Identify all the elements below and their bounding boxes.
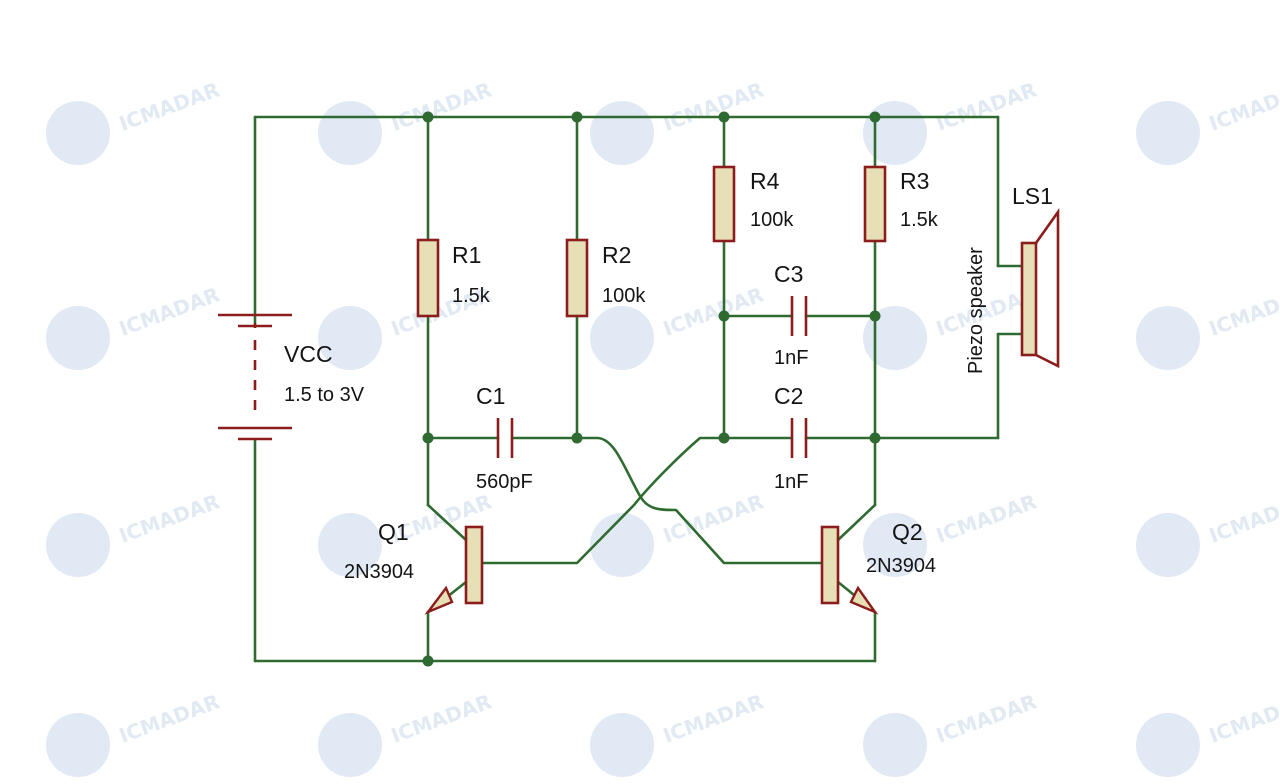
junction-dots: [422, 111, 881, 667]
watermark-logo: ICMADAR: [590, 77, 767, 165]
resistor-r3: [863, 165, 887, 243]
c2-value-label: 1nF: [774, 471, 808, 493]
watermark-logo: ICMADAR: [1136, 77, 1280, 165]
svg-text:ICMADAR: ICMADAR: [116, 489, 223, 547]
svg-text:ICMADAR: ICMADAR: [933, 689, 1040, 747]
c2-ref-label: C2: [774, 383, 803, 409]
piezo-speaker-ls1: [1020, 207, 1060, 369]
watermark-logo: ICMADAR: [863, 689, 1040, 777]
svg-text:ICMADAR: ICMADAR: [660, 689, 767, 747]
svg-text:ICMADAR: ICMADAR: [1206, 77, 1280, 135]
svg-text:ICMADAR: ICMADAR: [116, 689, 223, 747]
svg-text:ICMADAR: ICMADAR: [116, 282, 223, 340]
q1-ref-label: Q1: [378, 519, 409, 545]
battery-ref-label: VCC: [284, 341, 333, 367]
watermark-logo: ICMADAR: [1136, 689, 1280, 777]
svg-text:ICMADAR: ICMADAR: [933, 77, 1040, 135]
capacitor-c2: [790, 418, 808, 458]
watermark-logo: ICMADAR: [863, 282, 1040, 370]
transistor-q1: [424, 525, 484, 615]
speaker-ref-label: LS1: [1012, 183, 1053, 209]
resistor-r2: [565, 238, 589, 318]
r4-ref-label: R4: [750, 168, 780, 194]
svg-text:ICMADAR: ICMADAR: [660, 77, 767, 135]
q2-ref-label: Q2: [892, 519, 923, 545]
capacitor-c1: [496, 418, 514, 458]
r1-value-label: 1.5k: [452, 285, 491, 307]
svg-text:ICMADAR: ICMADAR: [388, 689, 495, 747]
r3-value-label: 1.5k: [900, 209, 939, 231]
watermark-logo: ICMADAR: [1136, 282, 1280, 370]
svg-text:ICMADAR: ICMADAR: [660, 489, 767, 547]
watermark-logo: ICMADAR: [863, 77, 1040, 165]
resistor-r4: [712, 165, 736, 243]
watermark-logo: ICMADAR: [46, 77, 223, 165]
battery-value-label: 1.5 to 3V: [284, 384, 365, 406]
c1-ref-label: C1: [476, 383, 505, 409]
watermark-logo: ICMADAR: [46, 689, 223, 777]
watermark-logo: ICMADAR: [590, 689, 767, 777]
r2-ref-label: R2: [602, 242, 631, 268]
svg-text:ICMADAR: ICMADAR: [1206, 489, 1280, 547]
watermark-logo: ICMADAR: [318, 77, 495, 165]
r2-value-label: 100k: [602, 285, 646, 307]
svg-text:ICMADAR: ICMADAR: [388, 77, 495, 135]
q2-part-label: 2N3904: [866, 555, 936, 577]
transistor-q2: [820, 525, 879, 615]
resistor-r1: [416, 238, 440, 318]
watermark-logo: ICMADAR: [1136, 489, 1280, 577]
capacitor-c3: [790, 296, 808, 336]
c1-value-label: 560pF: [476, 471, 533, 493]
watermark-logo: ICMADAR: [46, 489, 223, 577]
r1-ref-label: R1: [452, 242, 481, 268]
svg-text:ICMADAR: ICMADAR: [933, 489, 1040, 547]
svg-text:ICMADAR: ICMADAR: [1206, 689, 1280, 747]
svg-text:ICMADAR: ICMADAR: [116, 77, 223, 135]
svg-text:ICMADAR: ICMADAR: [1206, 282, 1280, 340]
r3-ref-label: R3: [900, 168, 929, 194]
watermark-logo: ICMADAR: [318, 689, 495, 777]
svg-text:ICMADAR: ICMADAR: [660, 282, 767, 340]
q1-part-label: 2N3904: [344, 561, 414, 583]
c3-ref-label: C3: [774, 261, 803, 287]
c3-value-label: 1nF: [774, 347, 808, 369]
battery-vcc: [218, 313, 292, 441]
watermark-logo: ICMADAR: [46, 282, 223, 370]
r4-value-label: 100k: [750, 209, 794, 231]
speaker-label: Piezo speaker: [965, 247, 987, 374]
